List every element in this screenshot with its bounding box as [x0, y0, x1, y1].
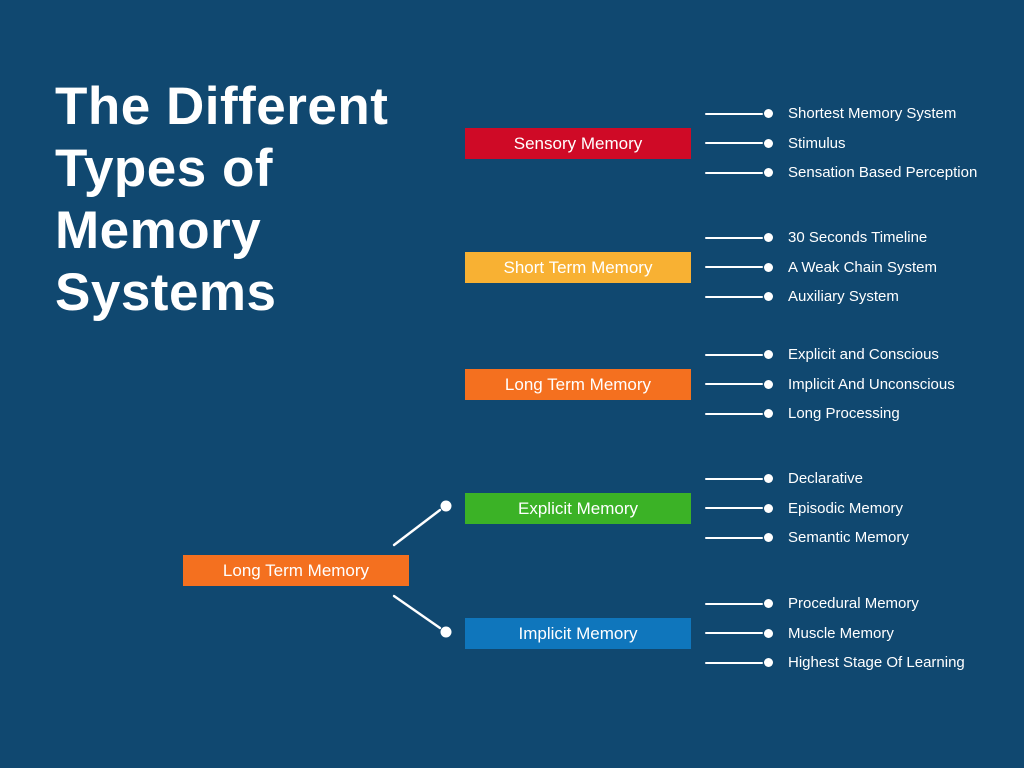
feature-label: Explicit and Conscious	[788, 346, 939, 364]
connector-dot-icon	[764, 109, 773, 119]
title-line: The Different	[55, 77, 389, 136]
feature-row: Procedural Memory	[705, 589, 1024, 619]
feature-row: Shortest Memory System	[705, 99, 1024, 129]
title-line: Systems	[55, 263, 277, 322]
connector-line	[705, 266, 763, 269]
connector-line	[705, 353, 763, 356]
feature-row: Explicit and Conscious	[705, 340, 1024, 370]
feature-row: Episodic Memory	[705, 494, 1024, 524]
feature-label: Procedural Memory	[788, 595, 919, 613]
connector-dot-icon	[764, 262, 773, 272]
connector-line	[705, 236, 763, 239]
short-term-memory-items: 30 Seconds Timeline A Weak Chain System …	[705, 223, 1024, 312]
branch-dot-explicit-icon	[440, 500, 452, 512]
feature-label: Episodic Memory	[788, 499, 904, 517]
long-term-memory-box: Long Term Memory	[465, 369, 691, 400]
connector-line	[705, 112, 763, 115]
feature-label: Declarative	[788, 470, 864, 488]
feature-label: Long Processing	[788, 405, 900, 423]
feature-label: Shortest Memory System	[788, 105, 957, 123]
parent-long-term-memory-box: Long Term Memory	[183, 555, 409, 586]
feature-row: Muscle Memory	[705, 619, 1024, 649]
connector-line	[705, 383, 763, 386]
connector-dot-icon	[764, 599, 773, 609]
connector-dot-icon	[764, 503, 773, 513]
feature-row: Sensation Based Perception	[705, 158, 1024, 188]
feature-label: Highest Stage Of Learning	[788, 654, 965, 672]
connector-line	[705, 507, 763, 510]
connector-line	[705, 661, 763, 664]
feature-row: Long Processing	[705, 399, 1024, 429]
page-title: The Different Types of Memory Systems	[55, 76, 388, 324]
feature-row: Declarative	[705, 464, 1024, 494]
title-line: Types of	[55, 139, 273, 198]
connector-line	[705, 536, 763, 539]
long-term-memory-items: Explicit and Conscious Implicit And Unco…	[705, 340, 1024, 429]
feature-label: Stimulus	[788, 134, 846, 152]
connector-dot-icon	[764, 292, 773, 302]
feature-label: Implicit And Unconscious	[788, 375, 955, 393]
feature-row: Stimulus	[705, 129, 1024, 159]
branch-dot-implicit-icon	[440, 626, 452, 638]
feature-label: Sensation Based Perception	[788, 164, 978, 182]
connector-dot-icon	[764, 658, 773, 668]
connector-dot-icon	[764, 409, 773, 419]
feature-row: A Weak Chain System	[705, 253, 1024, 283]
connector-dot-icon	[764, 350, 773, 360]
sensory-memory-items: Shortest Memory System Stimulus Sensatio…	[705, 99, 1024, 188]
feature-row: Auxiliary System	[705, 282, 1024, 312]
connector-line	[705, 295, 763, 298]
feature-label: Muscle Memory	[788, 624, 894, 642]
connector-line	[705, 602, 763, 605]
connector-dot-icon	[764, 379, 773, 389]
sensory-memory-box: Sensory Memory	[465, 128, 691, 159]
title-line: Memory	[55, 201, 262, 260]
connector-line	[705, 142, 763, 145]
connector-line	[705, 632, 763, 635]
short-term-memory-box: Short Term Memory	[465, 252, 691, 283]
connector-dot-icon	[764, 138, 773, 148]
feature-row: Highest Stage Of Learning	[705, 648, 1024, 678]
feature-label: 30 Seconds Timeline	[788, 229, 928, 247]
branch-line-to-implicit	[392, 594, 442, 630]
connector-line	[705, 171, 763, 174]
branch-line-to-explicit	[392, 508, 442, 547]
connector-line	[705, 412, 763, 415]
feature-label: Semantic Memory	[788, 529, 909, 547]
feature-label: Auxiliary System	[788, 288, 899, 306]
connector-dot-icon	[764, 628, 773, 638]
explicit-memory-box: Explicit Memory	[465, 493, 691, 524]
implicit-memory-box: Implicit Memory	[465, 618, 691, 649]
feature-row: 30 Seconds Timeline	[705, 223, 1024, 253]
connector-line	[705, 477, 763, 480]
feature-row: Implicit And Unconscious	[705, 370, 1024, 400]
connector-dot-icon	[764, 233, 773, 243]
feature-row: Semantic Memory	[705, 523, 1024, 553]
connector-dot-icon	[764, 168, 773, 178]
feature-label: A Weak Chain System	[788, 258, 937, 276]
connector-dot-icon	[764, 474, 773, 484]
implicit-memory-items: Procedural Memory Muscle Memory Highest …	[705, 589, 1024, 678]
explicit-memory-items: Declarative Episodic Memory Semantic Mem…	[705, 464, 1024, 553]
connector-dot-icon	[764, 533, 773, 543]
